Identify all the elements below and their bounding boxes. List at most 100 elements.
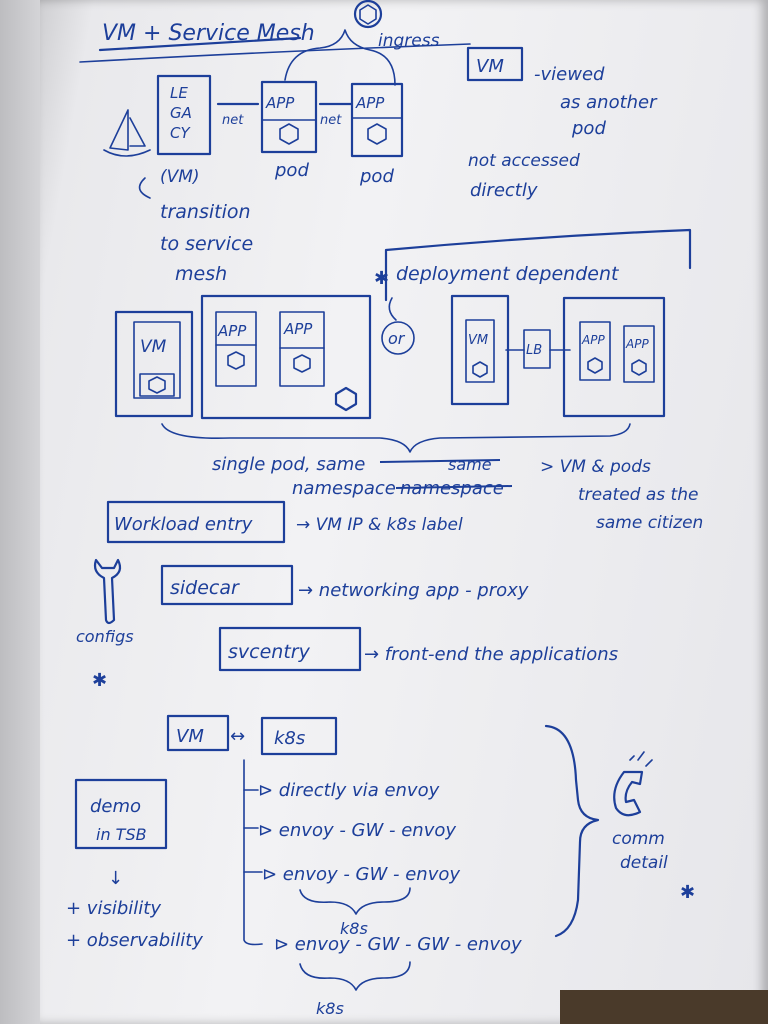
namespace-note: namespace — [292, 478, 396, 499]
strikethrough — [379, 459, 501, 463]
diagram-app-label-1: APP — [217, 322, 247, 340]
ingress-icon — [353, 0, 383, 29]
sidecar-box — [160, 564, 294, 606]
proxy-hex-icon — [227, 351, 245, 370]
legacy-line-3: CY — [170, 124, 191, 142]
demo-box — [74, 778, 168, 850]
pod-namespace-box — [200, 294, 372, 420]
transition-arrow — [138, 177, 151, 199]
net-label-1: net — [222, 113, 244, 128]
transition-line-3: mesh — [175, 263, 227, 285]
deployment-bracket — [384, 228, 692, 302]
single-pod-note: single pod, same — [212, 454, 365, 475]
workload-entry-box — [106, 500, 286, 544]
single-pod-strike-text: same — [448, 455, 492, 474]
right-app-label-2: APP — [625, 337, 649, 351]
treated-line-3: same citizen — [596, 513, 703, 533]
sidecar-label: sidecar — [170, 577, 240, 599]
proxy-hex-icon — [279, 123, 299, 145]
vm-note-line-1: -viewed — [534, 64, 605, 85]
right-lb-label: LB — [526, 343, 542, 358]
star-icon: ✱ — [92, 670, 107, 691]
app-pod-2-label: APP — [355, 94, 385, 112]
branch-trunk — [243, 759, 263, 946]
transition-line-1: transition — [160, 201, 251, 223]
svcentry-label: svcentry — [228, 641, 311, 663]
ingress-label: ingress — [378, 31, 440, 51]
proxy-hex-icon — [472, 361, 488, 378]
pod-label-1: pod — [274, 160, 309, 181]
branch-3: ⊳ envoy - GW - envoy — [262, 864, 460, 885]
proxy-hex-icon — [587, 357, 603, 374]
legacy-line-2: GA — [170, 104, 192, 122]
vm-inner-box — [133, 321, 181, 399]
demo-line-2: in TSB — [96, 825, 147, 844]
treated-line-2: treated as the — [578, 485, 698, 505]
app-pod-2-box — [350, 82, 404, 158]
k8s-brace-2 — [299, 961, 411, 991]
wrench-icon — [93, 558, 122, 625]
title: VM + Service Mesh — [102, 21, 315, 46]
bidirectional-arrow-icon: ↔ — [230, 726, 245, 747]
vm-note-box — [466, 46, 524, 82]
phone-icon — [613, 751, 653, 817]
vm-k8s-vm-box — [166, 714, 230, 752]
net-label-2: net — [320, 113, 342, 128]
right-lb-box — [523, 329, 551, 369]
right-app-label-1: APP — [581, 333, 605, 347]
demo-note-1: + visibility — [66, 898, 161, 919]
proxy-hex-icon — [367, 123, 387, 145]
pod-label-2: pod — [359, 166, 394, 187]
not-accessed-line-2: directly — [470, 180, 538, 201]
right-app-box-2 — [623, 325, 655, 383]
legacy-vm-paren: (VM) — [160, 167, 200, 187]
proxy-hex-icon — [148, 376, 166, 394]
right-vm-outer-box — [450, 294, 510, 406]
vm-note-line-2: as another — [560, 92, 658, 113]
right-app-box-1 — [579, 321, 611, 381]
demo-note-2: + observability — [66, 930, 203, 951]
diagram-app-label-2: APP — [283, 320, 313, 338]
diagram-vm-label: VM — [140, 337, 167, 357]
vm-k8s-vm-label: VM — [176, 726, 204, 747]
branch-1: ⊳ directly via envoy — [258, 780, 440, 801]
app-pod-1-box — [260, 80, 318, 154]
vm-outer-box — [114, 310, 194, 418]
branch-4: ⊳ envoy - GW - GW - envoy — [274, 934, 522, 955]
vm-note-box-label: VM — [476, 56, 504, 77]
diagram-app-box-2 — [279, 311, 325, 387]
or-label: or — [388, 329, 406, 348]
workload-entry-note: → VM IP & k8s label — [296, 515, 463, 535]
strikethrough — [395, 485, 513, 489]
treated-line-1: > VM & pods — [540, 457, 651, 477]
sidecar-note: → networking app - proxy — [298, 580, 529, 601]
branch-2: ⊳ envoy - GW - envoy — [258, 820, 456, 841]
not-accessed-line-1: not accessed — [468, 151, 580, 171]
svcentry-box — [218, 626, 362, 672]
demo-line-1: demo — [90, 796, 141, 817]
or-circle — [381, 321, 415, 355]
title-underline-2 — [79, 43, 471, 63]
workload-entry-label: Workload entry — [114, 514, 253, 535]
app-pod-1-label: APP — [265, 94, 295, 112]
gateway-hex-icon — [334, 386, 358, 412]
branches-brace — [544, 724, 600, 938]
comm-detail-line-1: comm — [612, 829, 665, 849]
legacy-line-1: LE — [170, 84, 188, 102]
svcentry-note: → front-end the applications — [364, 644, 618, 665]
sailboat-icon — [103, 109, 151, 157]
comm-detail-line-2: detail — [620, 853, 668, 873]
configs-label: configs — [76, 627, 134, 646]
table-surface — [560, 990, 768, 1024]
vm-note-line-3: pod — [571, 118, 606, 139]
namespace-strike-text: namespace — [400, 478, 504, 499]
star-icon: ✱ — [374, 268, 389, 289]
ingress-brace — [284, 29, 396, 86]
star-icon: ✱ — [680, 882, 695, 903]
legacy-vm-box — [156, 74, 212, 156]
vm-k8s-k8s-box — [260, 716, 338, 756]
proxy-hex-icon — [293, 354, 311, 373]
k8s-brace-1 — [299, 887, 411, 915]
